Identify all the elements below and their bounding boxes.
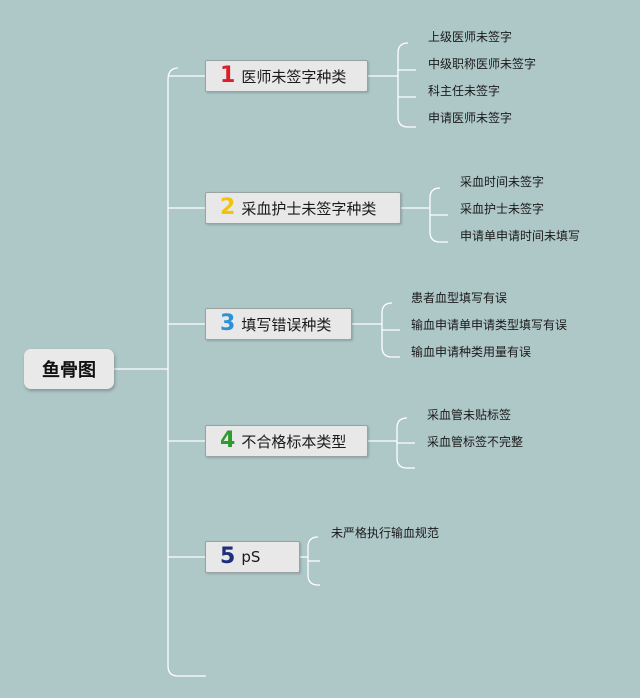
root-label: 鱼骨图 [42, 360, 96, 381]
category-node-4[interactable]: 4 不合格标本类型 [205, 425, 368, 457]
category-number: 2 [220, 195, 236, 220]
leaf-item[interactable]: 采血管未贴标签 [427, 408, 512, 422]
category-number: 4 [220, 428, 236, 453]
leaf-item[interactable]: 未严格执行输血规范 [331, 526, 440, 540]
leaf-item[interactable]: 上级医师未签字 [428, 30, 513, 44]
leaf-item[interactable]: 采血护士未签字 [460, 202, 545, 216]
leaf-item[interactable]: 申请单申请时间未填写 [460, 229, 581, 243]
cat1-bracket [397, 42, 416, 128]
cat5-bracket [307, 536, 320, 586]
category-node-3[interactable]: 3 填写错误种类 [205, 308, 352, 340]
category-label: 采血护士未签字种类 [241, 199, 377, 218]
root-node[interactable]: 鱼骨图 [24, 349, 114, 389]
leaf-item[interactable]: 输血申请种类用量有误 [411, 345, 532, 359]
leaf-item[interactable]: 采血时间未签字 [460, 175, 545, 189]
cat4-bracket [396, 417, 415, 469]
category-number: 5 [220, 544, 236, 569]
leaf-item[interactable]: 中级职称医师未签字 [428, 57, 537, 71]
category-node-1[interactable]: 1 医师未签字种类 [205, 60, 368, 92]
category-label: 不合格标本类型 [241, 432, 347, 451]
category-label: pS [241, 548, 261, 566]
category-label: 医师未签字种类 [241, 67, 347, 86]
category-node-5[interactable]: 5 pS [205, 541, 300, 573]
leaf-item[interactable]: 采血管标签不完整 [427, 435, 524, 449]
category-label: 填写错误种类 [241, 315, 332, 334]
leaf-item[interactable]: 患者血型填写有误 [411, 291, 508, 305]
category-node-2[interactable]: 2 采血护士未签字种类 [205, 192, 401, 224]
leaf-item[interactable]: 申请医师未签字 [428, 111, 513, 125]
main-spine [167, 67, 206, 677]
leaf-item[interactable]: 科主任未签字 [428, 84, 501, 98]
category-number: 1 [220, 63, 236, 88]
leaf-item[interactable]: 输血申请单申请类型填写有误 [411, 318, 568, 332]
cat2-bracket [429, 187, 448, 243]
category-number: 3 [220, 311, 236, 336]
cat3-bracket [381, 302, 400, 358]
